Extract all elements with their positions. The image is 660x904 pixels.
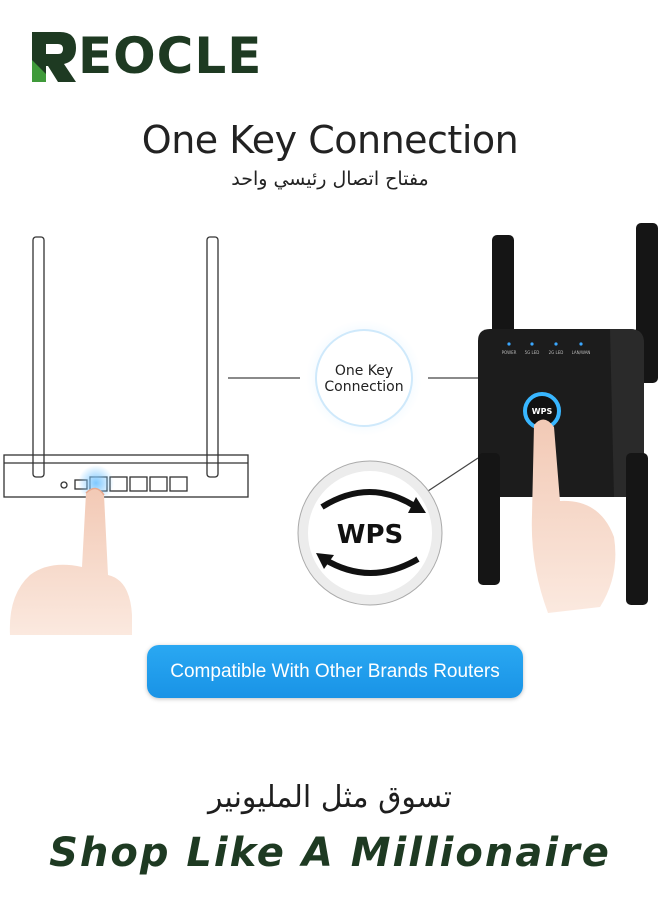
- one-key-bubble: [315, 329, 413, 427]
- left-hand-illustration: [9, 487, 132, 635]
- brand-name: EOCLE: [78, 27, 263, 85]
- page-subtitle-arabic: مفتاح اتصال رئيسي واحد: [231, 168, 429, 190]
- router-illustration: [3, 236, 249, 498]
- right-hand-illustration: [531, 419, 616, 613]
- led-label-lan-wan: LAN/WAN: [572, 350, 591, 355]
- wps-connector-line: [427, 457, 479, 492]
- wps-callout: WPS: [297, 460, 443, 606]
- bubble-label-line1: One Key: [335, 363, 393, 379]
- extender-wps-button-label: WPS: [532, 407, 553, 416]
- logo-mark-icon: [32, 32, 76, 82]
- slogan-arabic: تسوق مثل المليونير: [207, 780, 453, 815]
- page-title: One Key Connection: [141, 118, 519, 162]
- wps-arrow-bottom-icon: [322, 556, 420, 576]
- led-label-2g: 2G LED: [549, 350, 564, 355]
- wifi-extender-illustration: POWER 5G LED 2G LED LAN/WAN WPS: [478, 223, 658, 605]
- led-label-5g: 5G LED: [525, 350, 540, 355]
- bubble-label-line2: Connection: [324, 379, 403, 395]
- led-label-power: POWER: [502, 350, 517, 355]
- slogan-english: Shop Like A Millionaire: [49, 830, 611, 876]
- wps-callout-label: WPS: [337, 520, 403, 550]
- connection-diagram: One Key Connection WPS POWER 5G LED 2G L…: [3, 223, 658, 635]
- brand-logo: EOCLE: [28, 27, 278, 85]
- compatibility-badge: Compatible With Other Brands Routers: [147, 645, 523, 698]
- wps-arrow-top-icon: [320, 489, 418, 510]
